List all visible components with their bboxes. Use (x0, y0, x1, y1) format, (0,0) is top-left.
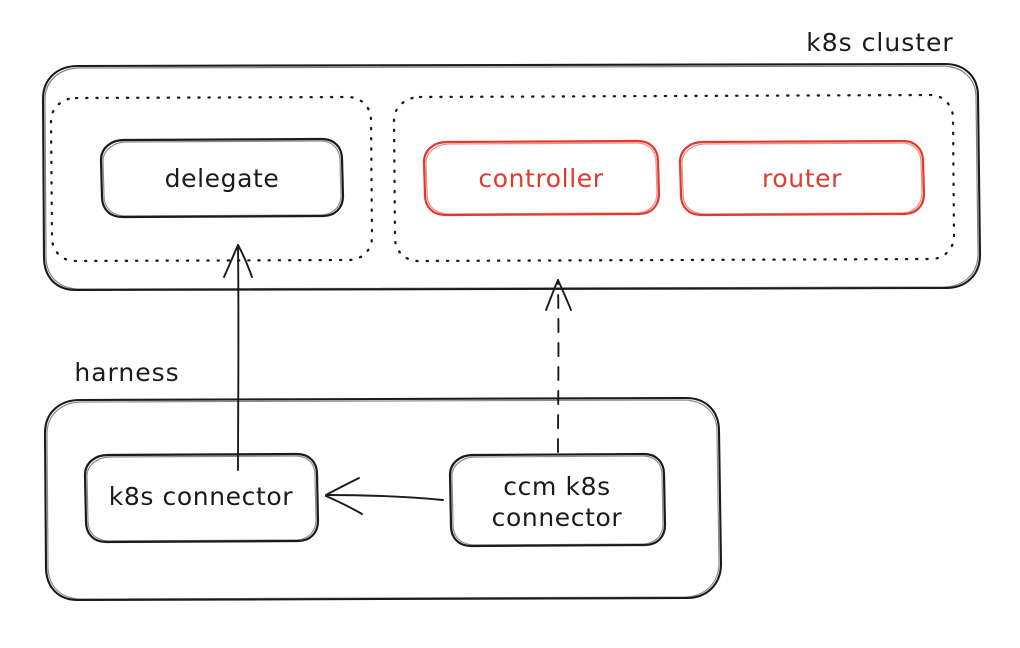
caption-harness: harness (74, 358, 179, 387)
container-harness[interactable] (43, 396, 723, 602)
node-label-ccm-k8s-connector-line2: connector (492, 503, 623, 532)
node-router[interactable]: router (678, 139, 926, 217)
node-delegate[interactable]: delegate (99, 137, 345, 219)
node-controller[interactable]: controller (422, 139, 661, 217)
caption-k8s-cluster: k8s cluster (806, 28, 953, 57)
container-k8s-cluster[interactable] (41, 62, 982, 292)
edge-connector-to-delegate[interactable] (223, 244, 253, 471)
container-delegate-group[interactable] (49, 95, 374, 263)
edge-ccm-to-controller[interactable] (545, 279, 572, 453)
node-label-controller: controller (478, 164, 603, 193)
node-label-k8s-connector: k8s connector (109, 482, 294, 511)
node-label-router: router (762, 164, 842, 193)
node-label-delegate: delegate (165, 164, 280, 193)
edge-ccm-to-k8s-connector[interactable] (325, 477, 444, 515)
node-label-ccm-k8s-connector-line1: ccm k8s (503, 472, 610, 501)
node-ccm-k8s-connector[interactable]: ccm k8s connector (448, 452, 667, 548)
node-k8s-connector[interactable]: k8s connector (83, 452, 320, 544)
